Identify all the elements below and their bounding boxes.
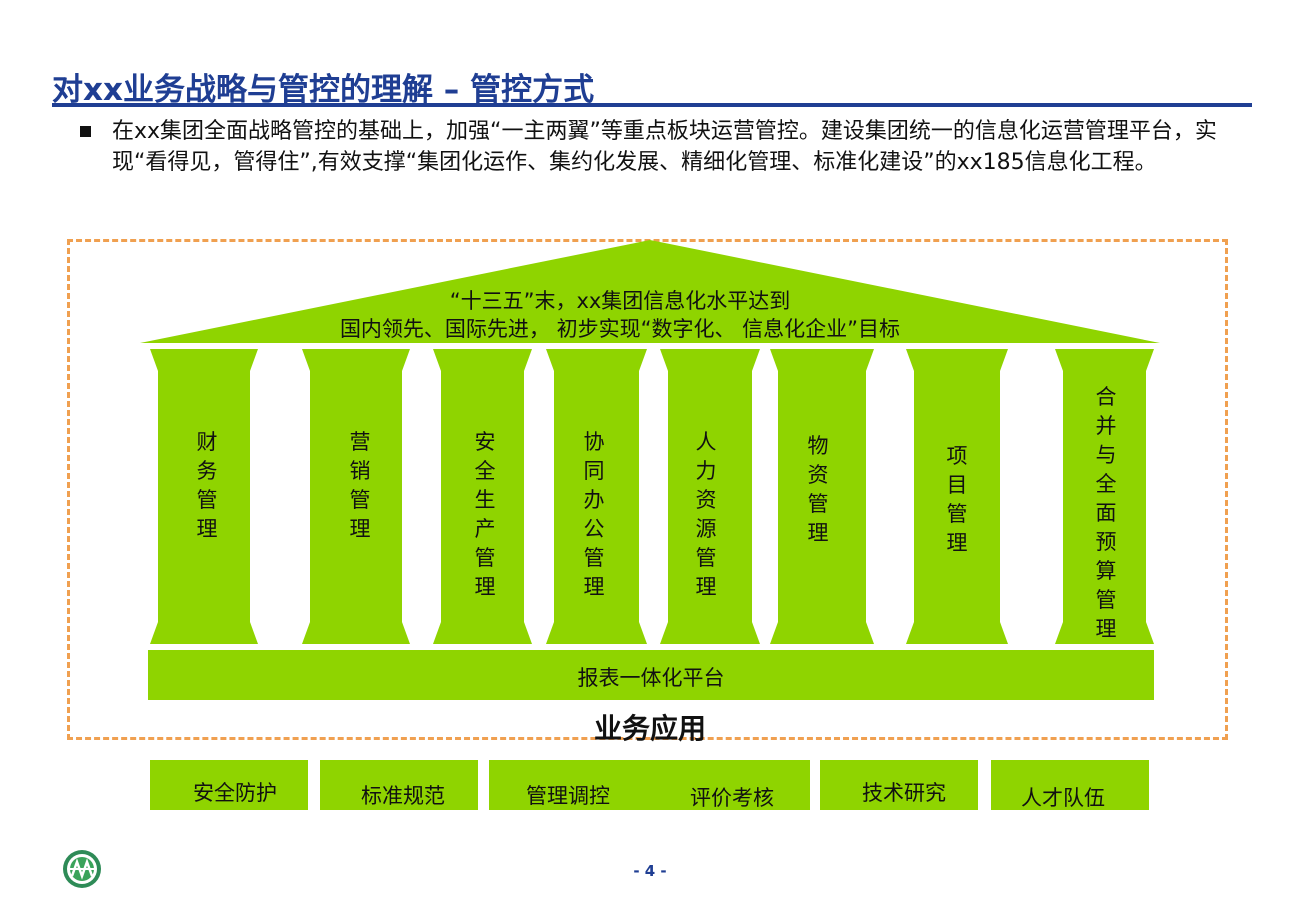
pillar-finance [150,349,258,644]
pillar-office [546,349,647,644]
business-application-label: 业务应用 [593,712,706,745]
title-underline [52,103,1252,107]
pillar-materials [770,349,874,644]
page-title: 对xx业务战略与管控的理解 – 管控方式 [52,72,595,108]
pillar-budget [1055,349,1154,644]
base-block-security [150,760,308,810]
pillar-shapes [150,349,1154,644]
pillar-label-finance: 财务管理 [196,430,218,541]
base-label-talent: 人才队伍 [1021,786,1105,810]
base-label-research: 技术研究 [862,781,946,805]
square-bullet-icon [80,126,91,137]
pillar-label-materials: 物资管理 [807,434,829,545]
base-label-control: 管理调控 [526,784,610,808]
base-block-talent [991,760,1149,810]
base-label-security: 安全防护 [193,781,277,805]
pillar-label-marketing: 营销管理 [349,430,371,541]
pillar-label-hr: 人力资源管理 [695,430,717,599]
roof-line-2: 国内领先、国际先进， 初步实现“数字化、 信息化企业”目标 [339,317,901,341]
pillar-label-safety: 安全生产管理 [474,430,496,599]
reporting-platform-label: 报表一体化平台 [577,666,725,690]
dashed-frame [67,239,1228,740]
pillar-safety [433,349,532,644]
base-label-evaluation: 评价考核 [690,786,774,810]
pillar-marketing [302,349,410,644]
base-block-standards [320,760,478,810]
page-number: - 4 - [633,862,667,880]
pillar-hr [660,349,760,644]
reporting-platform-bar [148,650,1154,700]
pillar-label-project: 项目管理 [946,444,968,555]
base-block-research [820,760,978,810]
roof-line-1: “十三五”末，xx集团信息化水平达到 [449,289,791,313]
intro-paragraph: 在xx集团全面战略管控的基础上，加强“一主两翼”等重点板块运营管控。建设集团统一… [112,119,1217,175]
base-block-control-evaluation [489,760,810,810]
pillar-label-office: 协同办公管理 [583,430,605,599]
pillar-project [906,349,1008,644]
pillar-label-budget: 合并与全面预算管理 [1095,385,1117,641]
base-label-standards: 标准规范 [361,784,445,808]
company-logo-icon [63,850,101,888]
temple-roof [140,240,1160,343]
